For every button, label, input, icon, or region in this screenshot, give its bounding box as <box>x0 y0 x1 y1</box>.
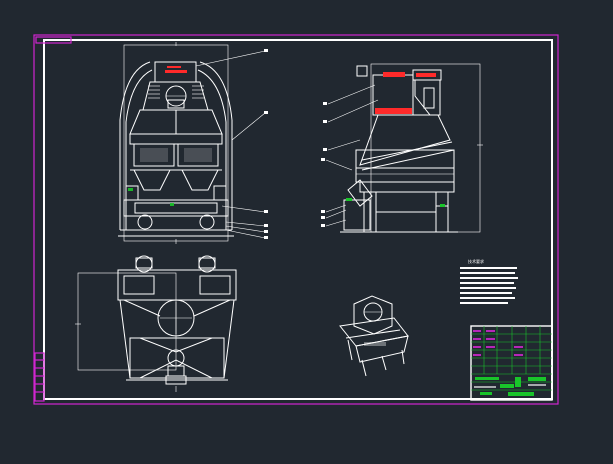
side-elevation-view[interactable] <box>321 63 483 233</box>
sheet-frame <box>33 34 559 405</box>
inner-frame <box>43 39 553 400</box>
left-margin-tag <box>34 352 45 402</box>
outer-frame <box>33 34 559 405</box>
technical-notes: 技术要求 <box>460 258 518 304</box>
notes-heading: 技术要求 <box>468 258 484 264</box>
plan-view[interactable] <box>75 255 237 392</box>
isometric-view[interactable] <box>339 295 409 377</box>
notes-lines <box>460 267 518 304</box>
title-block[interactable] <box>470 325 553 401</box>
corner-tag-top-left <box>35 36 72 44</box>
front-elevation-view[interactable] <box>118 42 268 244</box>
